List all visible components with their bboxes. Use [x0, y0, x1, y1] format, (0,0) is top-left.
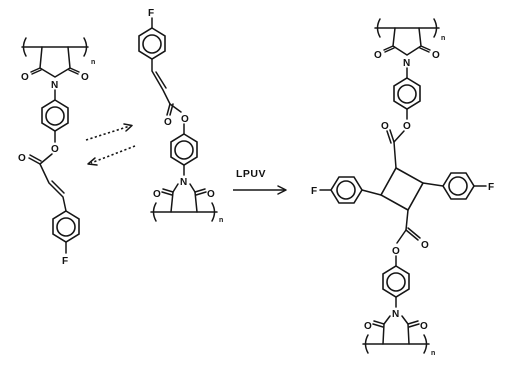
maleimide-ring — [392, 27, 422, 56]
vinylene-bond — [39, 163, 67, 212]
dotted-arrow — [85, 125, 131, 141]
polymer-bracket-left — [364, 334, 369, 354]
oxygen-label: O — [164, 117, 172, 128]
polymer-bracket-right — [423, 334, 428, 354]
oxygen-label: O — [207, 189, 215, 200]
reaction-arrow-group: LPUV — [233, 168, 287, 195]
maleimide-ring — [39, 46, 71, 78]
oxygen-label: O — [21, 72, 29, 83]
aromatic-circle — [397, 84, 417, 104]
aryl-bond — [422, 182, 444, 187]
product-cyclobutane-dimer: n O O N O O F F O — [311, 18, 494, 357]
aromatic-circle — [448, 176, 468, 196]
nitrogen-label: N — [51, 80, 58, 91]
aromatic-circle — [174, 140, 194, 160]
fluorine-label: F — [311, 186, 317, 197]
vinylene-bond — [151, 58, 171, 105]
ester-bond — [39, 153, 53, 165]
aromatic-circle — [386, 272, 406, 292]
carbonyl-bond — [372, 320, 385, 328]
carbonyl-bond — [28, 154, 42, 165]
nitrogen-label: N — [180, 177, 187, 188]
maleimide-ring — [172, 183, 196, 193]
arrowhead — [87, 157, 98, 166]
cyclobutane-ring — [379, 166, 425, 212]
carbonyl-bond — [383, 45, 395, 53]
carbonyl-bond — [405, 227, 421, 241]
oxygen-label: O — [421, 240, 429, 251]
oxygen-label: O — [403, 121, 411, 132]
oxygen-label: O — [392, 246, 400, 257]
fluorine-label: F — [148, 8, 154, 19]
oxygen-label: O — [374, 50, 382, 61]
oxygen-label: O — [51, 144, 59, 155]
repeat-unit-n: n — [91, 59, 95, 66]
dotted-arrow — [90, 145, 136, 164]
carbonyl-bond — [194, 188, 207, 196]
photo-dimerization-interaction — [85, 123, 136, 166]
carbonyl-bond — [30, 67, 42, 75]
aromatic-circle — [142, 34, 162, 54]
oxygen-label: O — [420, 321, 428, 332]
oxygen-label: O — [181, 114, 189, 125]
fluorine-label: F — [488, 182, 494, 193]
oxygen-label: O — [364, 321, 372, 332]
oxygen-label: O — [432, 50, 440, 61]
reaction-condition-label: LPUV — [236, 168, 266, 180]
oxygen-label: O — [18, 153, 26, 164]
nitrogen-label: N — [403, 58, 410, 69]
aromatic-circle — [45, 106, 65, 126]
carbonyl-bond — [386, 129, 395, 144]
repeat-unit-n: n — [441, 35, 445, 42]
vinylene-double-bond — [155, 71, 167, 89]
aromatic-circle — [336, 180, 356, 200]
reaction-arrowhead — [277, 185, 287, 195]
carbonyl-bond — [68, 67, 80, 75]
arrowhead — [123, 123, 133, 132]
ester-to-ring-bond — [393, 141, 397, 169]
maleimide-ring — [382, 315, 410, 345]
ester-bond — [396, 229, 407, 244]
fluorine-label: F — [62, 256, 68, 267]
repeat-unit-n: n — [219, 217, 223, 224]
carbonyl-bond — [161, 188, 174, 196]
vinylene-double-bond — [51, 180, 65, 194]
oxygen-label: O — [81, 72, 89, 83]
ester-bond — [393, 130, 405, 143]
reactant-monomer-b: F O O N O O n — [138, 8, 223, 224]
reactant-monomer-a: O O N n O O F — [18, 37, 95, 267]
aryl-bond — [361, 189, 382, 196]
repeat-unit-n: n — [431, 350, 435, 357]
maleimide-ring — [170, 191, 198, 213]
carbonyl-bond — [407, 320, 420, 328]
aromatic-circle — [56, 217, 76, 237]
carbonyl-bond — [419, 45, 431, 53]
nitrogen-label: N — [392, 309, 399, 320]
ester-to-ring-bond — [405, 209, 409, 231]
polymer-bracket-left — [152, 202, 157, 222]
polymer-bracket-right — [211, 202, 216, 222]
oxygen-label: O — [381, 121, 389, 132]
ester-bond — [169, 103, 182, 113]
oxygen-label: O — [153, 189, 161, 200]
